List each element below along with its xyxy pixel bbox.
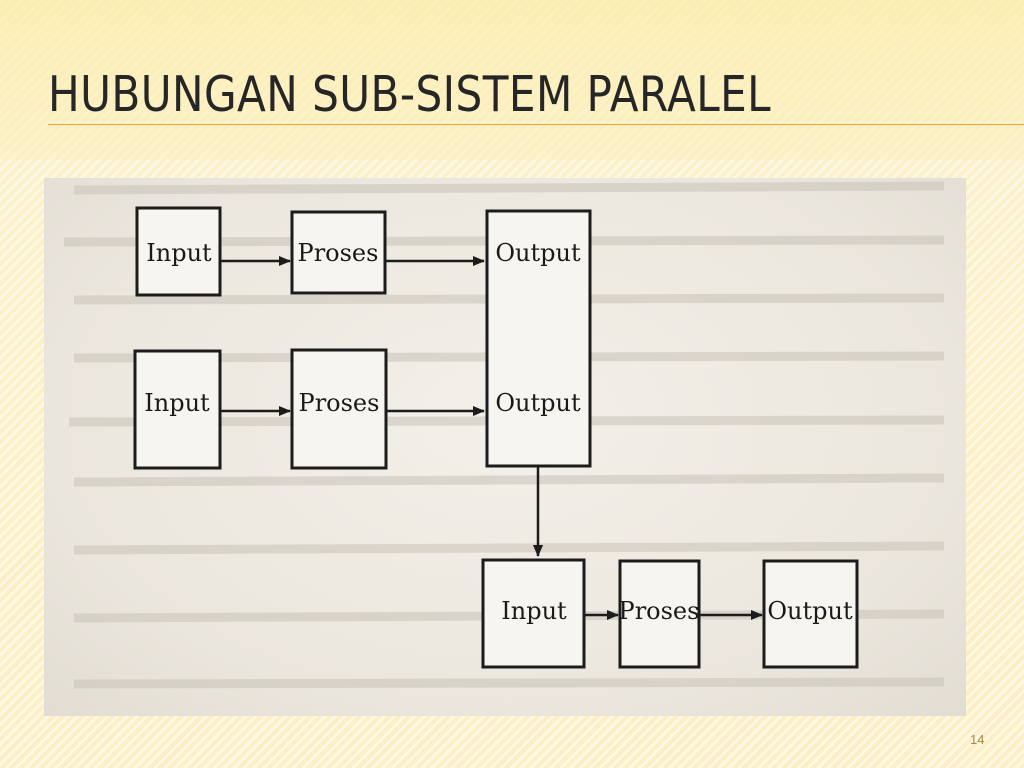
output-label-row-2: Output: [495, 389, 581, 417]
scanned-diagram-image: Input Proses Output Input Proses Output …: [44, 178, 966, 716]
output-label-row-1: Output: [495, 239, 581, 267]
proses-box-row-2: [290, 348, 388, 470]
title-divider: [48, 124, 1024, 125]
diagram-canvas: Input Proses Output Input Proses Output …: [63, 181, 945, 689]
page-number: 14: [970, 732, 985, 747]
downstream-input-box: [481, 558, 586, 669]
input-box-row-1: [135, 206, 222, 297]
output-box-shared: [485, 209, 592, 468]
proses-box-row-1: [290, 210, 387, 295]
proses-label-row-1: Proses: [298, 239, 379, 267]
input-label-row-1: Input: [146, 239, 212, 267]
downstream-proses-box: [618, 559, 701, 669]
header-band: [0, 0, 1024, 160]
proses-label-row-2: Proses: [299, 389, 380, 417]
input-box-row-2: [133, 349, 222, 470]
downstream-input-label: Input: [501, 597, 567, 625]
slide-title: HUBUNGAN SUB-SISTEM PARALEL: [48, 66, 772, 123]
downstream-output-label: Output: [767, 597, 853, 625]
input-label-row-2: Input: [144, 389, 210, 417]
downstream-output-box: [762, 559, 859, 669]
downstream-proses-label: Proses: [619, 597, 700, 625]
